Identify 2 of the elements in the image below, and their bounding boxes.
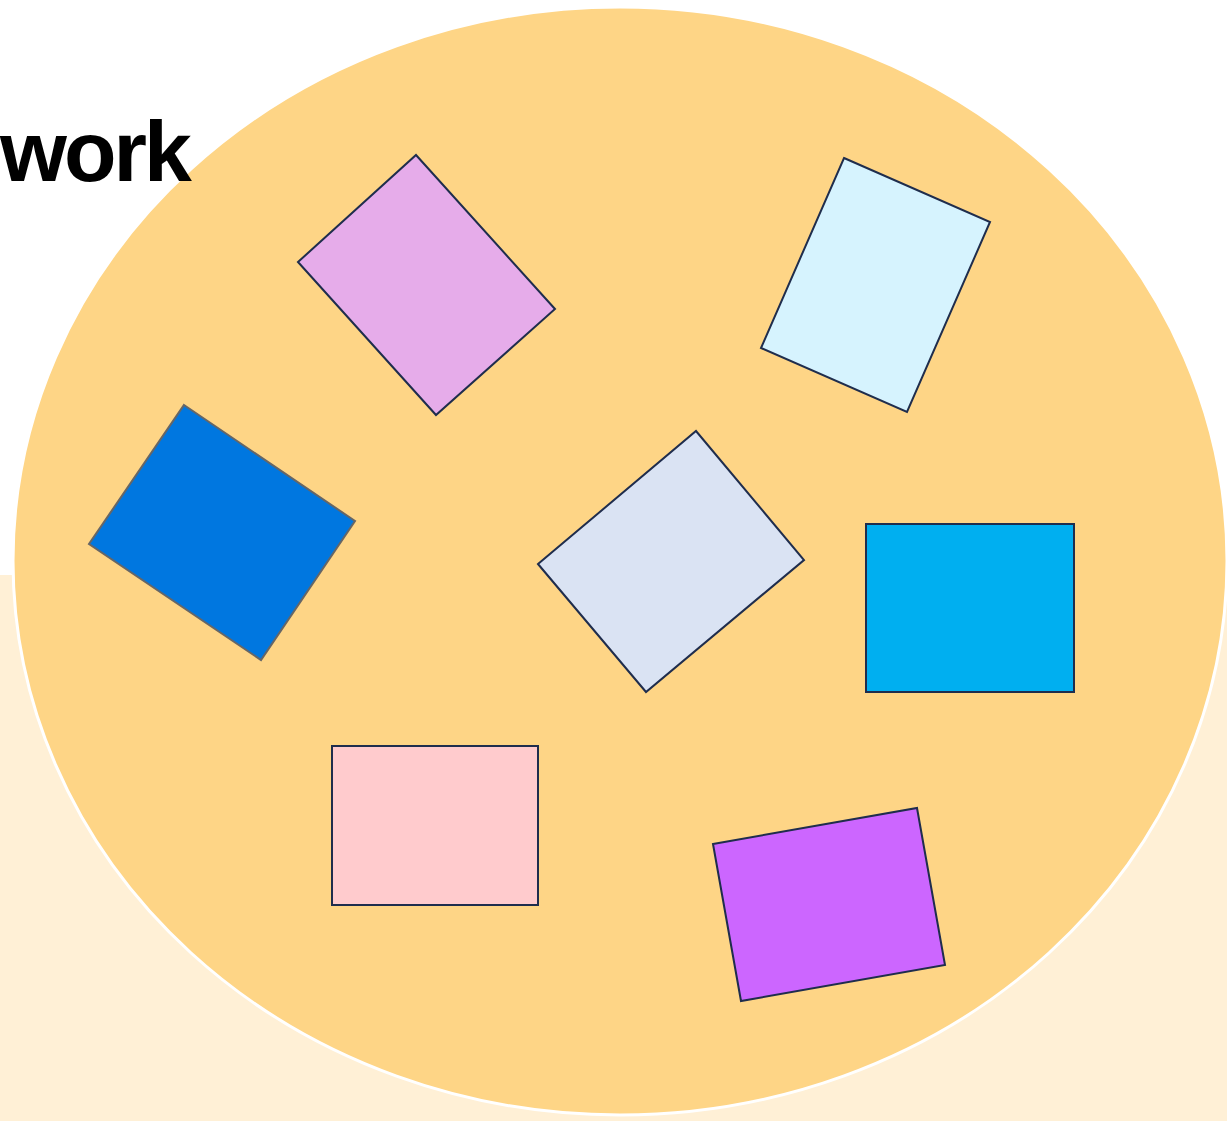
- tilted-rectangle: [332, 746, 538, 905]
- tilted-rectangle: [866, 524, 1074, 692]
